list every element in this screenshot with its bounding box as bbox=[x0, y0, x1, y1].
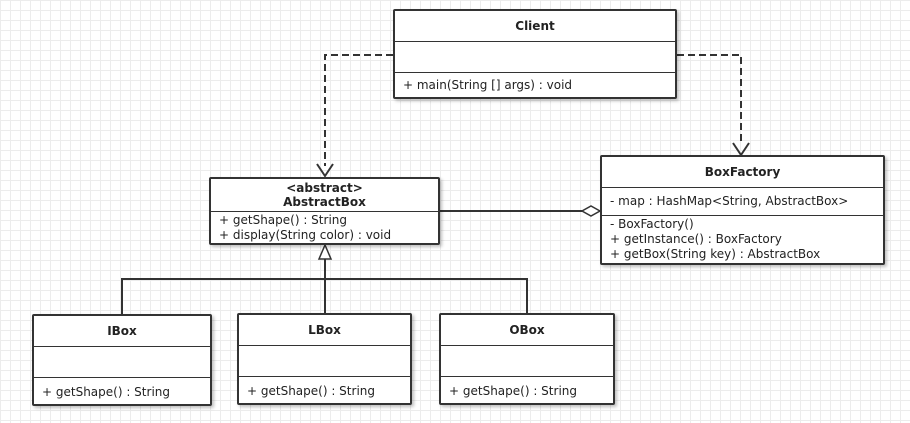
class-obox-operations: + getShape() : String bbox=[441, 377, 613, 401]
operation-main: + main(String [] args) : void bbox=[403, 78, 573, 92]
class-lbox-header: LBox bbox=[239, 315, 410, 346]
class-obox-attributes bbox=[441, 346, 613, 377]
class-obox-name: OBox bbox=[509, 323, 545, 337]
operation-boxfactory-constructor: - BoxFactory() bbox=[610, 217, 694, 231]
operation-lbox-getshape: + getShape() : String bbox=[247, 384, 375, 398]
class-abstractbox-name: AbstractBox bbox=[283, 195, 366, 209]
class-abstractbox-stereotype: <abstract> bbox=[286, 181, 363, 195]
class-boxfactory-name: BoxFactory bbox=[704, 165, 781, 179]
generalization-bar bbox=[121, 278, 528, 314]
class-boxfactory-attributes: - map : HashMap<String, AbstractBox> bbox=[602, 188, 883, 216]
class-ibox-operations: + getShape() : String bbox=[34, 378, 210, 402]
attribute-map: - map : HashMap<String, AbstractBox> bbox=[610, 194, 849, 208]
class-lbox-name: LBox bbox=[308, 323, 341, 337]
dependency-arrowhead-boxfactory bbox=[732, 142, 750, 157]
class-client-header: Client bbox=[395, 11, 675, 42]
class-abstractbox-header: <abstract> AbstractBox bbox=[211, 179, 438, 212]
dependency-client-boxfactory bbox=[677, 54, 742, 145]
class-obox[interactable]: OBox + getShape() : String bbox=[439, 313, 615, 405]
class-boxfactory-operations: - BoxFactory() + getInstance() : BoxFact… bbox=[602, 216, 883, 264]
class-lbox-operations: + getShape() : String bbox=[239, 377, 410, 401]
class-client-operations: + main(String [] args) : void bbox=[395, 73, 675, 95]
class-client-attributes bbox=[395, 42, 675, 73]
dependency-arrowhead-abstractbox bbox=[316, 163, 334, 178]
class-lbox[interactable]: LBox + getShape() : String bbox=[237, 313, 412, 405]
class-abstractbox-operations: + getShape() : String + display(String c… bbox=[211, 212, 438, 245]
dependency-client-abstractbox bbox=[324, 54, 393, 166]
operation-obox-getshape: + getShape() : String bbox=[449, 384, 577, 398]
class-ibox[interactable]: IBox + getShape() : String bbox=[32, 314, 212, 406]
generalization-triangle bbox=[317, 243, 333, 260]
operation-getbox: + getBox(String key) : AbstractBox bbox=[610, 247, 821, 261]
class-boxfactory[interactable]: BoxFactory - map : HashMap<String, Abstr… bbox=[600, 155, 885, 265]
class-abstractbox[interactable]: <abstract> AbstractBox + getShape() : St… bbox=[209, 177, 440, 245]
class-client-name: Client bbox=[515, 19, 555, 33]
class-boxfactory-header: BoxFactory bbox=[602, 157, 883, 188]
operation-getshape: + getShape() : String bbox=[219, 213, 347, 227]
operation-getinstance: + getInstance() : BoxFactory bbox=[610, 232, 782, 246]
class-ibox-name: IBox bbox=[107, 324, 137, 338]
aggregation-diamond bbox=[580, 205, 602, 217]
operation-ibox-getshape: + getShape() : String bbox=[42, 385, 170, 399]
class-lbox-attributes bbox=[239, 346, 410, 377]
class-ibox-attributes bbox=[34, 347, 210, 378]
class-client[interactable]: Client + main(String [] args) : void bbox=[393, 9, 677, 99]
operation-display: + display(String color) : void bbox=[219, 228, 392, 242]
class-ibox-header: IBox bbox=[34, 316, 210, 347]
class-obox-header: OBox bbox=[441, 315, 613, 346]
